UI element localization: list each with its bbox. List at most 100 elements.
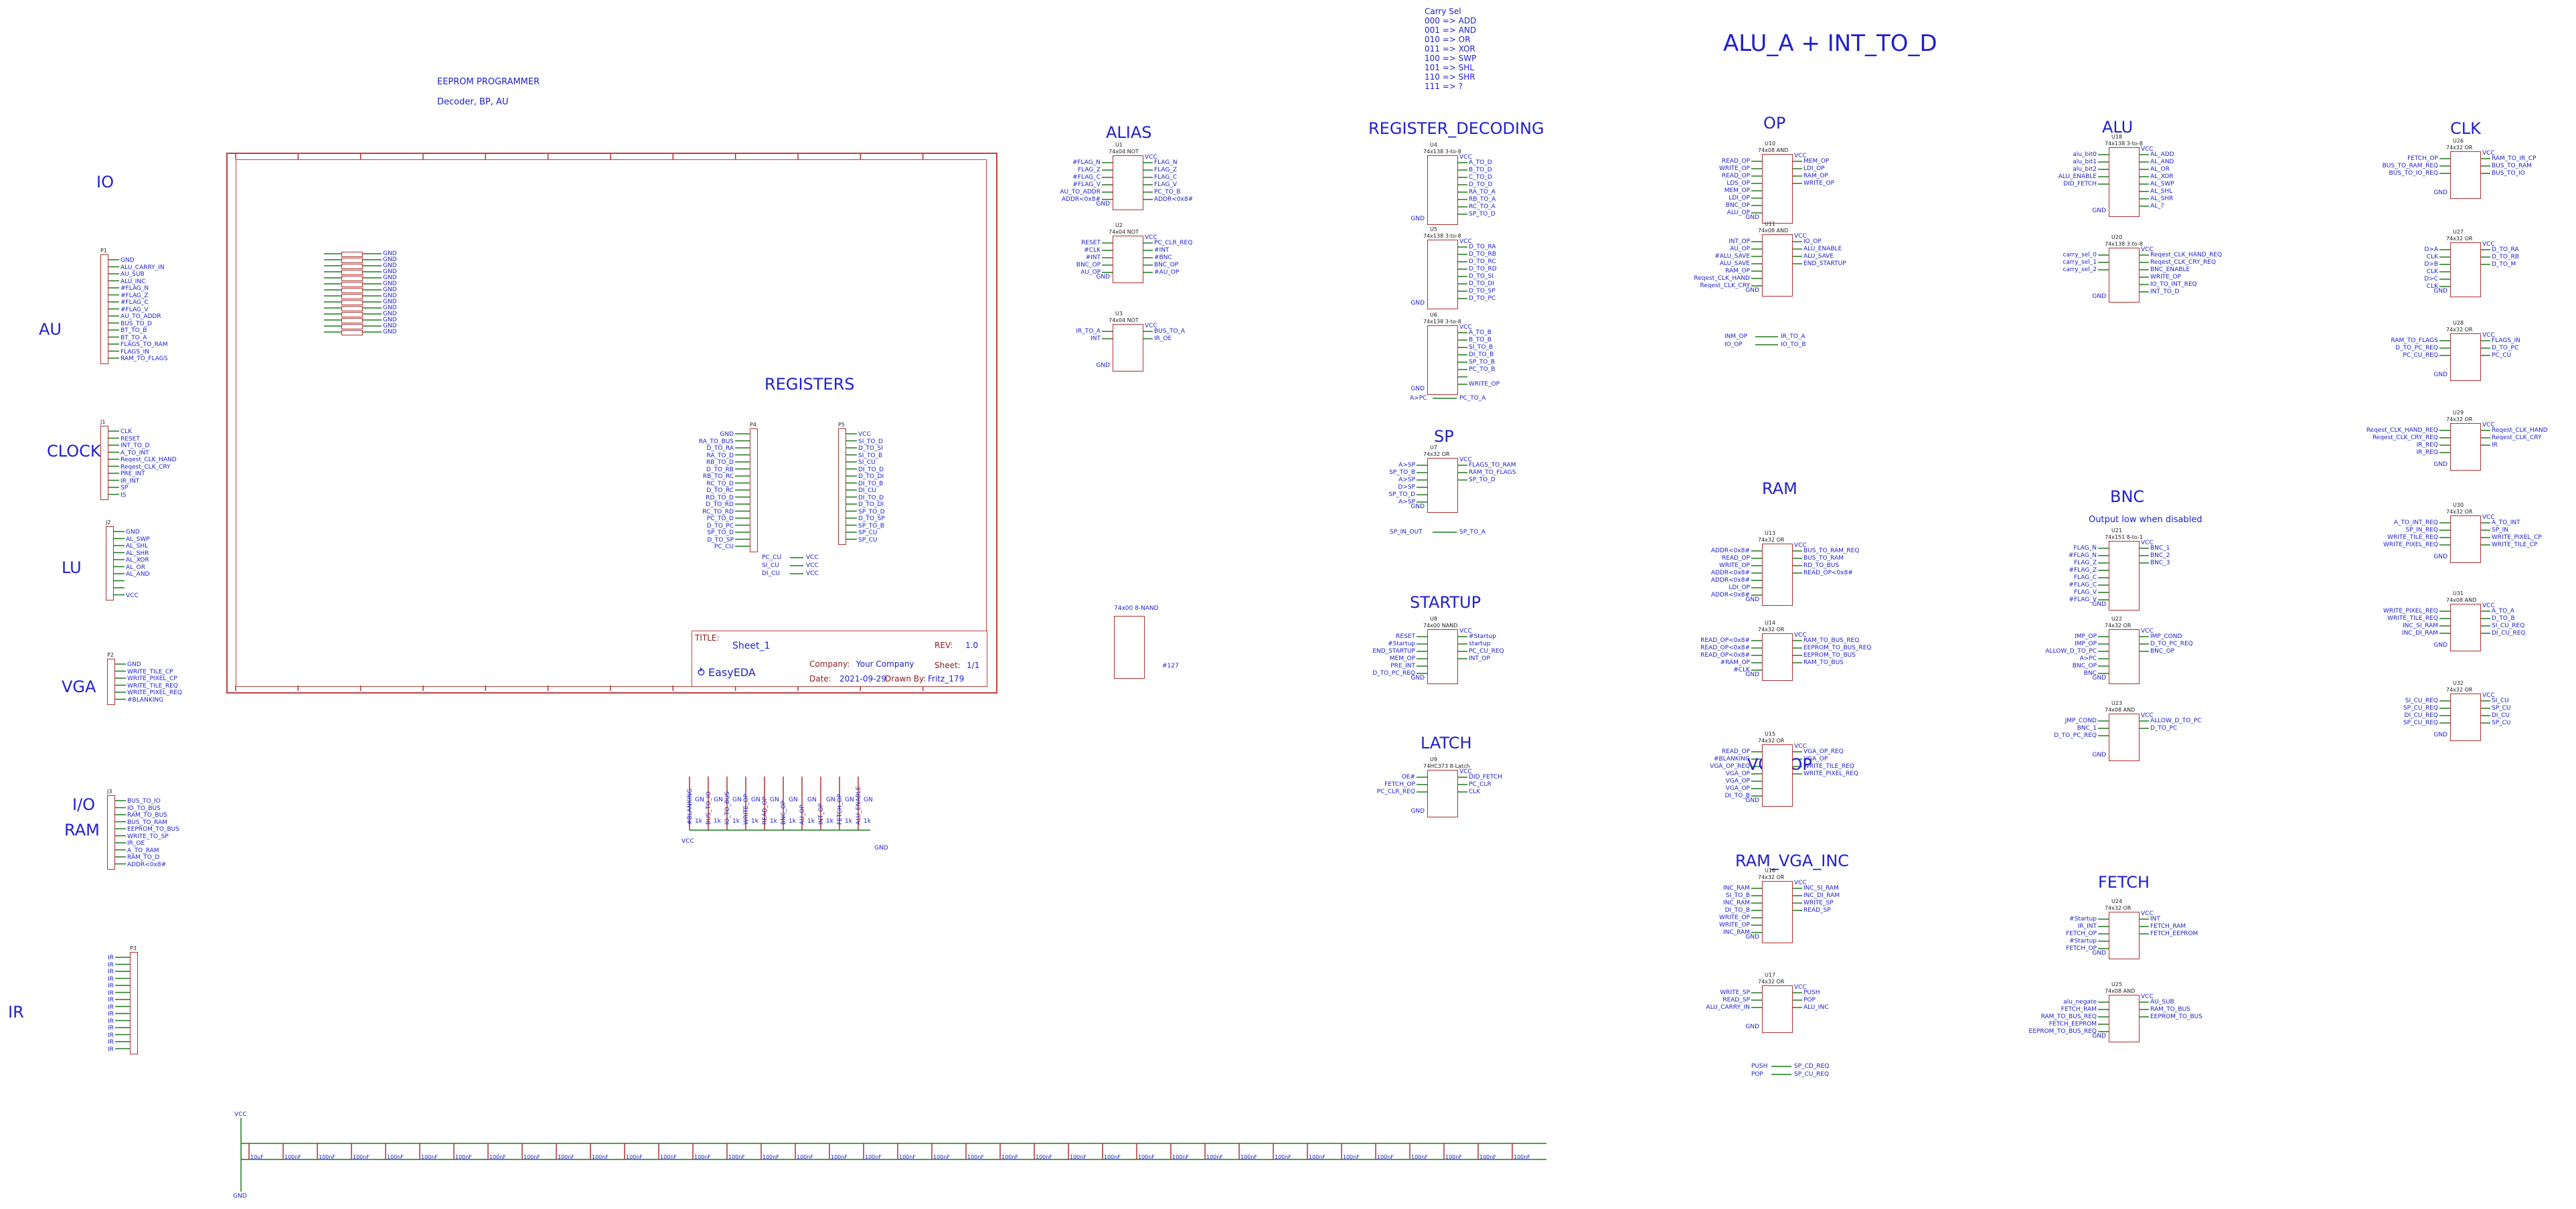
chip-output-label: FLAG_C [1154,174,1178,181]
header-pin-label: RC_TO_RD [702,508,734,515]
chip-input-label: READ_OP [1721,748,1750,755]
chip-part: 74x32 OR [2105,905,2131,911]
cap-value: 100nF [558,1154,574,1160]
sheet-value: 1/1 [967,661,980,670]
header-pin-label: AL_SHL [126,543,149,550]
rn-gnd: GND [383,317,397,323]
chip-part: 74x138 3-to-8 [1423,233,1461,239]
chip-input-label: ALU_SAVE [1719,260,1750,267]
chip-input-label: VGA_OP [1725,785,1750,792]
chip-input-label: SP_TO_B [1389,469,1415,476]
header-pin-label: RA_TO_D [706,452,734,459]
chip-output-label: D_TO_RB [1469,251,1496,258]
chip-input-label: WRITE_PIXEL_REQ [2383,608,2438,615]
chip-ram_u14 [1762,633,1793,681]
chip-output-label: AL_OR [2150,166,2170,173]
header-ref: P5 [838,422,845,428]
chip-input-label: FETCH_RAM [2061,1006,2097,1013]
header-pin-label: D_TO_DI [858,501,884,508]
chip-input-label: INT [1091,335,1101,342]
chip-input-label: WRITE_OP [1718,165,1750,172]
chip-input-label: A>SP [1398,499,1415,505]
eeprom-title: EEPROM PROGRAMMER [437,77,540,87]
header-pin-label: BT_TO_B [120,327,147,334]
push-pop-out-label: SP_CU_REQ [1794,1071,1830,1078]
header-pin-label: AL_AND [126,571,150,578]
chip-input-label: D_TO_PC_REQ [2054,732,2097,739]
chip-decode_u4 [1427,155,1458,225]
chip-input-label: Reqest_CLK_CRY_REQ [2372,434,2438,441]
chip-vcc-label: VCC [1794,153,1807,159]
chip-input-label: #Startup [1388,641,1415,647]
chip-ref: U26 [2453,138,2464,144]
section-vga: VGA [62,677,96,696]
chip-output-label: D_TO_RB [2492,254,2519,260]
header-io [107,795,115,870]
chip-input-label: AU_TO_ADDR [1060,189,1101,195]
cap-value: 100nF [489,1154,506,1160]
chip-input-label: #FLAG_C [1072,174,1101,181]
chip-gnd-label: GND [2433,732,2447,738]
led-signal-label: WRITE_OP [743,793,750,825]
header-pin-label: A_TO_RAM [127,847,159,854]
resistor-value: 1k [845,818,852,825]
chip-part: 74x151 8-to-1 [2105,534,2143,540]
chip-clk_u31 [2450,604,2481,651]
chip-output-label: LDI_OP [1803,165,1825,172]
chip-input-label: ADDR<0x8# [1061,196,1101,203]
chip-input-label: BUS_TO_IO_REQ [2389,170,2438,177]
chip-input-label: carry_sel_2 [2063,266,2097,273]
chip-output-label: DI_CU [2492,712,2510,719]
chip-output-label: FETCH_EEPROM [2150,931,2198,937]
header-ir [130,952,138,1054]
header-pin-label: DI_CU [858,487,876,494]
chip-output-label: INT_TO_D [2150,289,2180,295]
header-pin-label: #FLAG_N [120,285,149,292]
cap-value: 100nF [1309,1154,1325,1160]
chip-gnd-label: GND [1745,596,1759,603]
chip-input-label: VGA_OP [1725,771,1750,777]
chip-input-label: WRITE_OP [1718,922,1750,929]
header-pin-label: AL_SWP [126,536,150,543]
cap-value: 100nF [865,1154,882,1160]
resistor-network-cell [341,288,363,293]
header-pin-label: SI_CU [858,459,876,466]
chip-input-label: #Startup [2069,916,2097,922]
led-signal-label: BUS_TO_IO [706,791,712,825]
chip-output-label: DI_CU_REQ [2492,630,2526,637]
chip-input-label: D>A [2424,246,2438,253]
chip-input-label: WRITE_OP [1718,562,1750,569]
resistor-network-cell [341,300,363,305]
pc-cu-label: PC_CU [762,554,782,561]
chip-input-label: LDI_OP [1728,195,1750,202]
header-pin-label: WRITE_PIXEL_REQ [127,690,182,696]
header-pin-label: AU_SUB [120,271,145,278]
logo-mark-icon: ⥁ [698,666,705,679]
chip-input-label: ALU_ENABLE [2058,173,2097,180]
chip-ref: U9 [1430,756,1437,762]
chip-output-label: ALU_SAVE [1803,253,1834,260]
chip-output-label: IMP_COND [2150,633,2182,640]
header-pin-label: FLAGS_TO_RAM [120,341,168,348]
chip-vcc-label: VCC [2482,332,2495,339]
chip-input-label: RESET [1081,240,1101,246]
chip-input-label: INC_RAM [1723,929,1750,936]
chip-output-label: BNC_OP [1154,262,1179,268]
date-label: Date: [809,674,831,683]
chip-gnd-label: GND [1096,201,1110,208]
chip-ref: U32 [2453,680,2464,686]
chip-input-label: VGA_OP_REQ [1710,763,1750,770]
chip-clk_u32 [2450,694,2481,741]
chip-alu_u20 [2109,248,2140,303]
chip-output-label: D_TO_PC [1469,295,1496,302]
chip-part: 74x00 NAND [1423,623,1458,629]
section-au: AU [39,320,62,339]
section-register-decoding: REGISTER_DECODING [1368,119,1544,138]
chip-input-label: MEM_OP [1724,187,1750,194]
resistor-network-cell [341,306,363,311]
chip-input-label: DI_CU_REQ [2404,712,2438,719]
title-value: Sheet_1 [732,641,771,651]
resistor-network-cell [341,270,363,275]
chip-ref: U16 [1765,868,1776,874]
chip-part: 74x32 OR [1758,874,1785,880]
